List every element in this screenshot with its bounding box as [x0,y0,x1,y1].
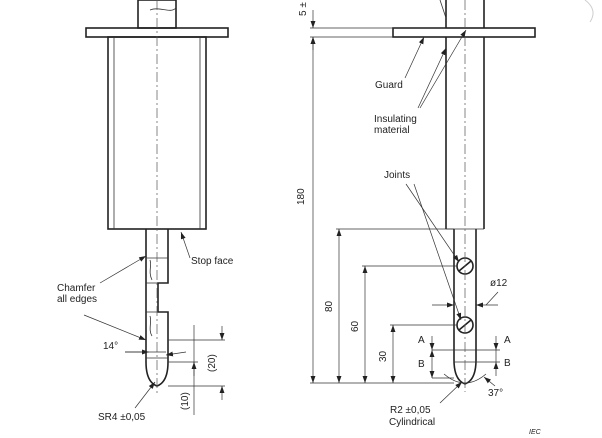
r2-label: R2 ±0,05 [390,405,431,416]
right-insulating-rod [445,37,485,229]
dim-10-label: (10) [180,392,191,410]
r2-cylindrical-label: Cylindrical [389,417,435,428]
angle-14-label: 14° [103,341,118,352]
left-finger-stem [145,229,169,258]
dim-60-label: 60 [350,320,361,332]
guard-label: Guard [375,80,403,91]
dim-20-label: (20) [207,354,218,372]
iec-mark: IEC [529,429,542,436]
left-finger-joints [145,258,169,340]
dim-30-label: 30 [378,350,389,362]
stop-face-label: Stop face [191,256,234,267]
right-flange [392,27,536,38]
chamfer-label: Chamfer [57,283,96,294]
shaft-break [149,7,177,11]
sr4-label: SR4 ±0,05 [98,412,146,423]
dim-5-label: 5 ± [298,2,309,16]
insulating-label: Insulating [374,114,417,125]
dim-a-left: A [418,335,425,346]
dim-80-label: 80 [324,300,335,312]
right-rod-top [445,0,485,28]
chamfer-label-2: all edges [57,294,97,305]
dim-b-left: B [418,359,425,370]
dim-b-right: B [504,358,511,369]
joints-label: Joints [384,170,410,181]
angle-37-arc [443,373,487,384]
dim-a-right: A [504,335,511,346]
insulating-label-2: material [374,125,410,136]
dia-12-label: ø12 [490,278,508,289]
dim-180-label: 180 [296,188,307,205]
right-view: 5 ± Guard Insulating material Joints 180… [296,0,536,428]
angle-37-label: 37° [488,388,503,399]
left-view: Stop face Chamfer all edges 14° (20) (10… [57,0,234,423]
